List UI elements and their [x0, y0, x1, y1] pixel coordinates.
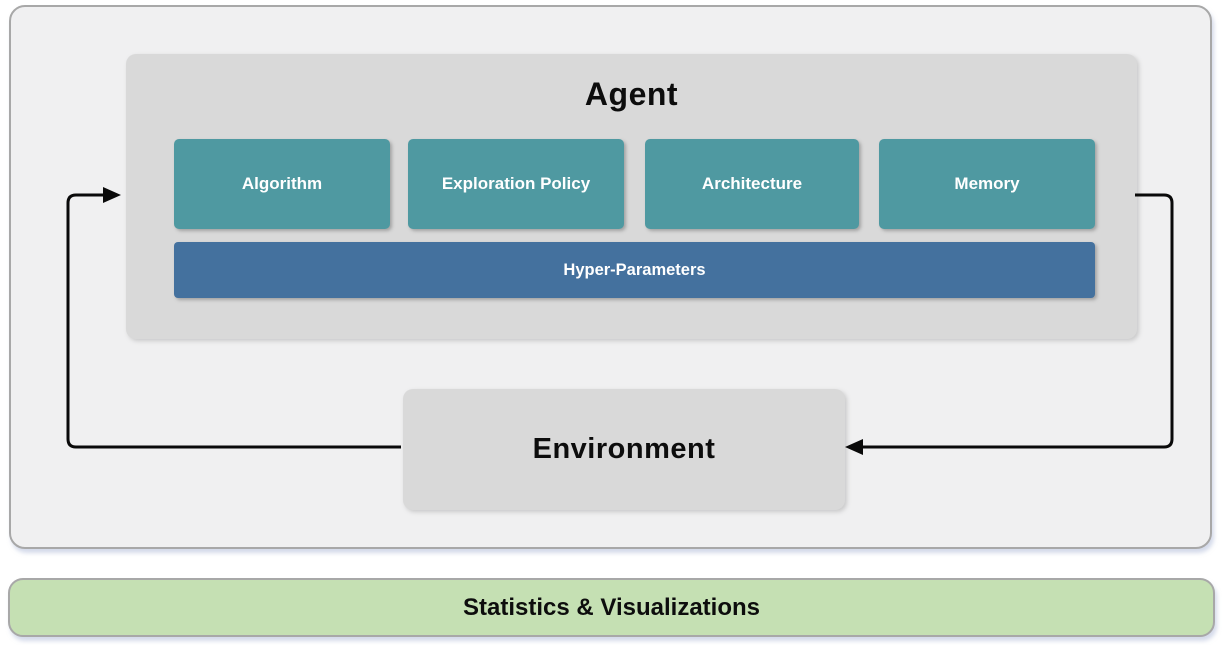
- environment-box: Environment: [403, 389, 845, 510]
- environment-title: Environment: [532, 433, 716, 465]
- agent-module-row: Algorithm Exploration Policy Architectur…: [174, 139, 1095, 229]
- module-algorithm: Algorithm: [174, 139, 390, 229]
- agent-title: Agent: [584, 76, 679, 112]
- statistics-visualizations-bar: Statistics & Visualizations: [8, 578, 1215, 637]
- module-exploration-policy: Exploration Policy: [408, 139, 624, 229]
- hyper-parameters-bar: Hyper-Parameters: [174, 242, 1095, 298]
- training-loop-panel: Agent Algorithm Exploration Policy Archi…: [9, 5, 1212, 549]
- module-memory: Memory: [879, 139, 1095, 229]
- agent-panel: Agent Algorithm Exploration Policy Archi…: [126, 54, 1137, 339]
- statistics-visualizations-label: Statistics & Visualizations: [463, 593, 760, 621]
- module-architecture: Architecture: [645, 139, 859, 229]
